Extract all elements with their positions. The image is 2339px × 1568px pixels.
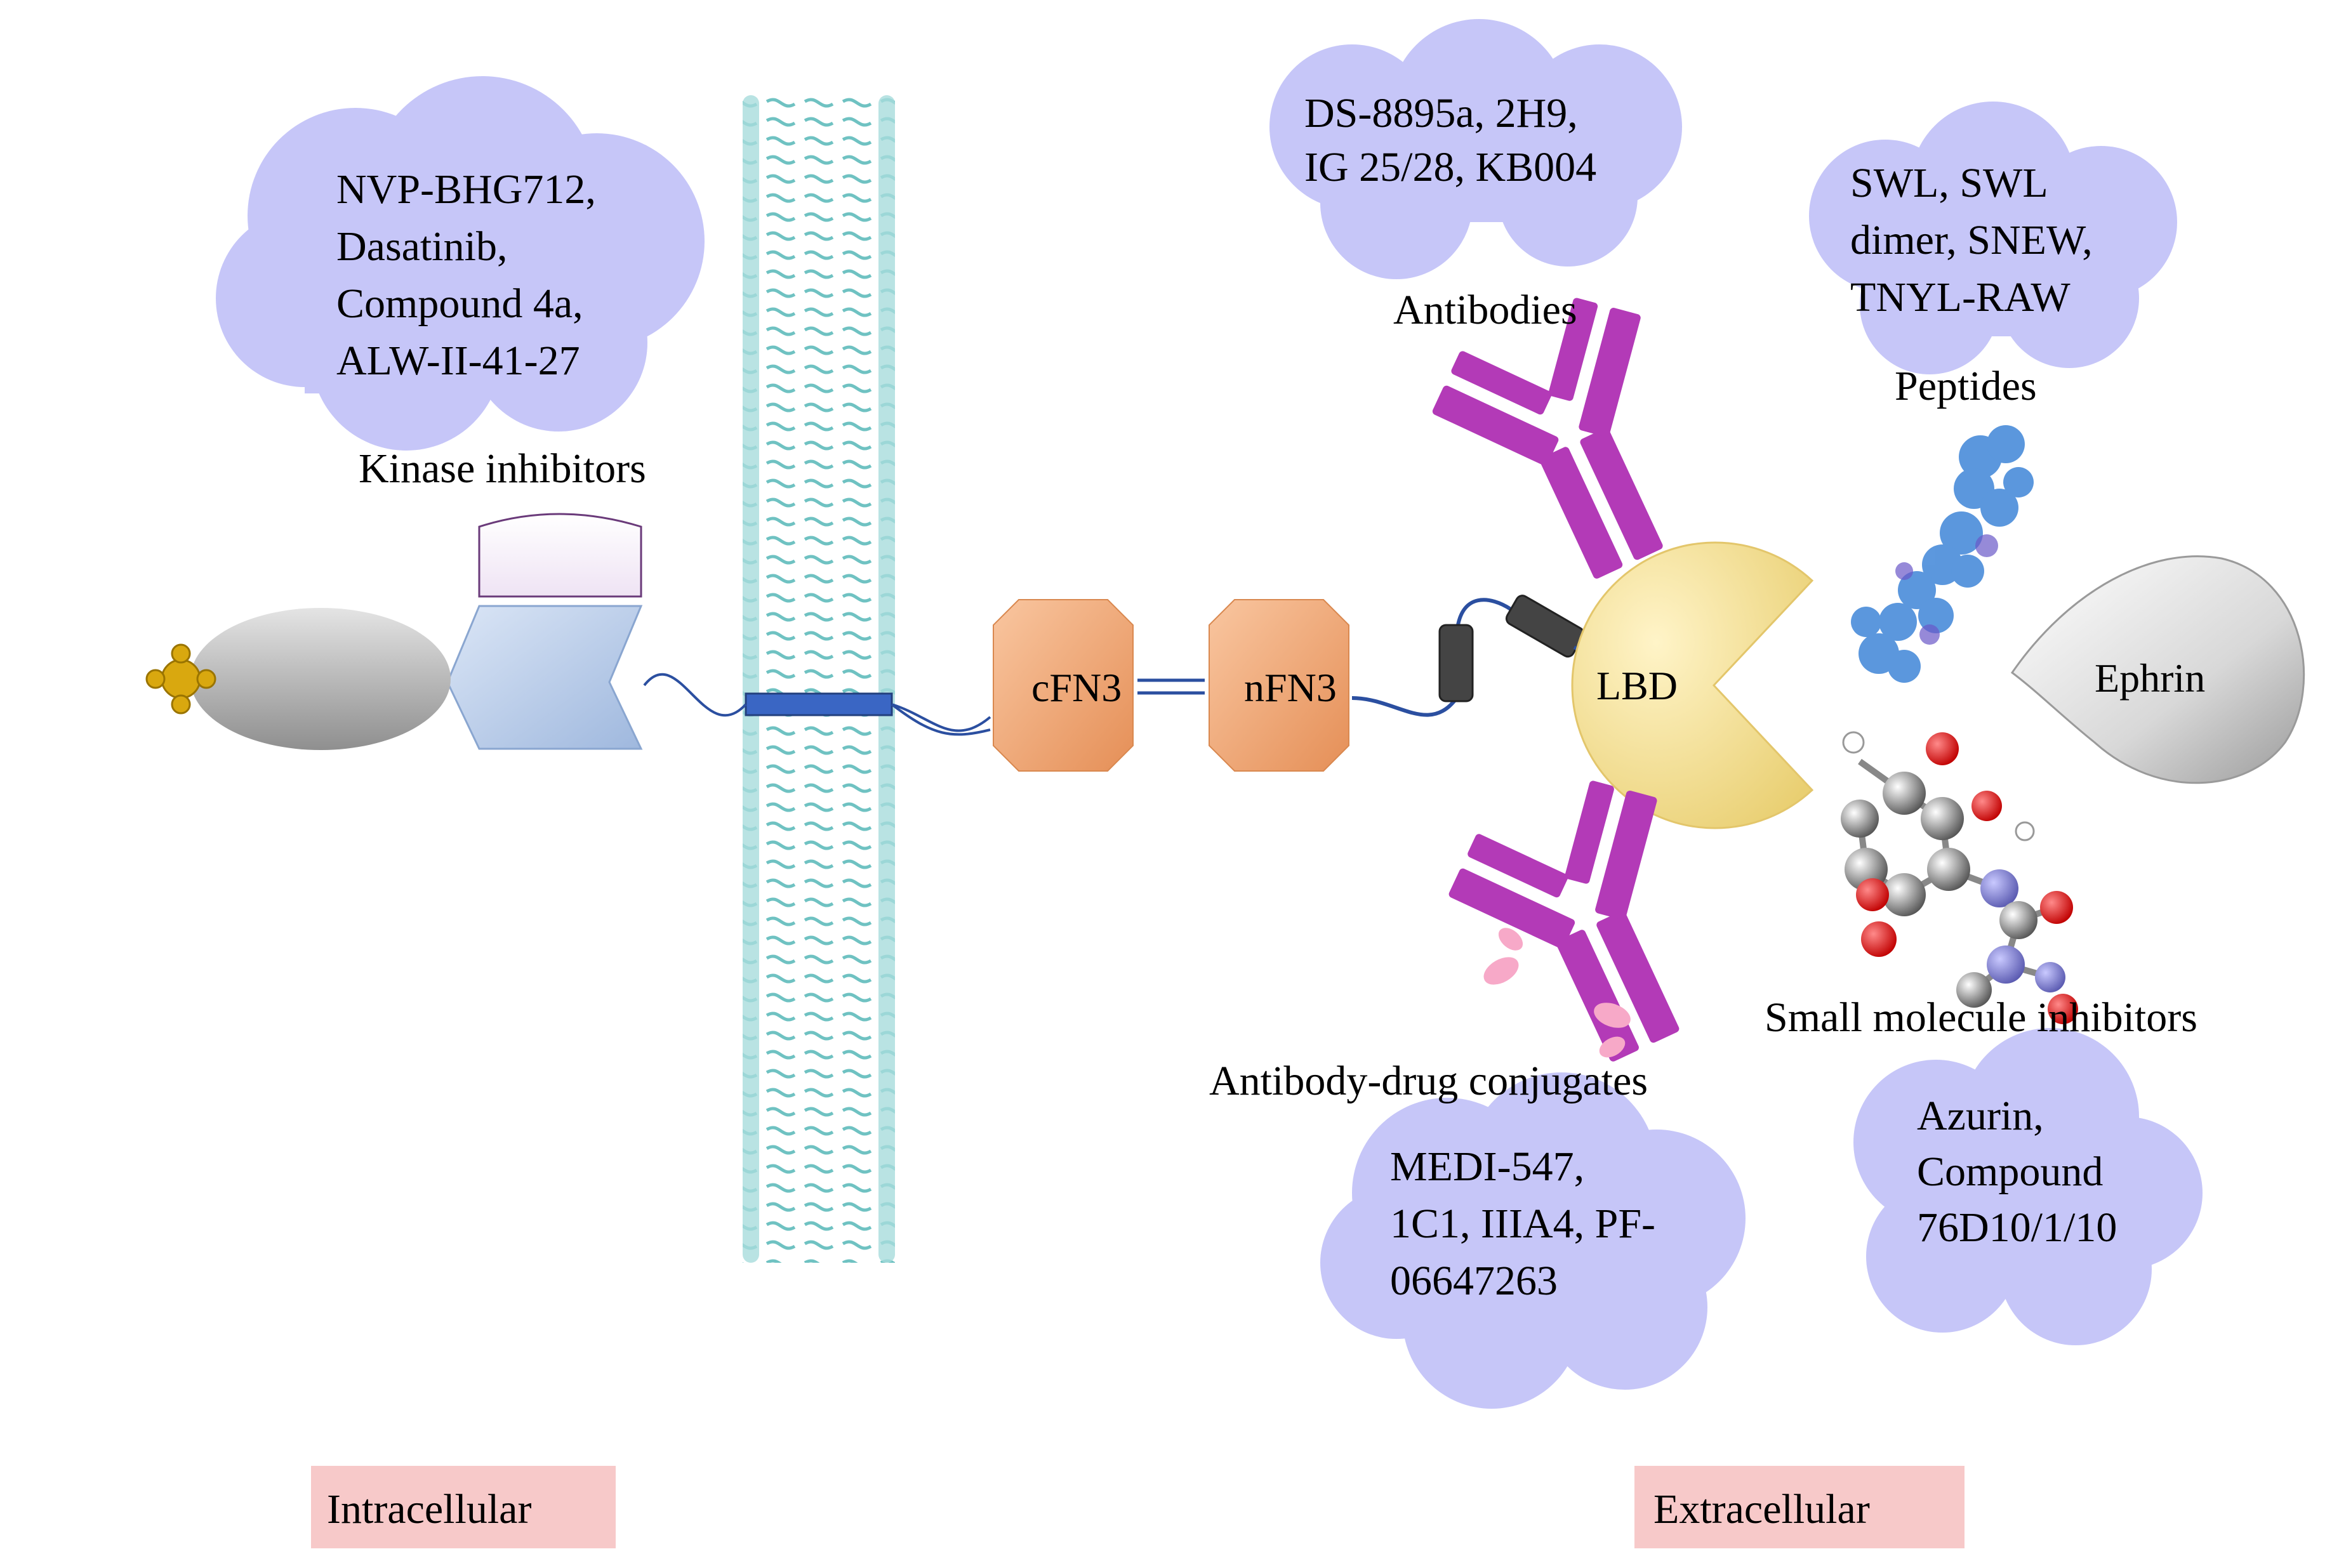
peptides-cloud-line: SWL, SWL (1850, 160, 2048, 206)
intracellular-label: Intracellular (327, 1486, 531, 1532)
cell-membrane (743, 95, 895, 1263)
sam-domain-ellipse (190, 608, 451, 750)
kinase-inhibitors-label: Kinase inhibitors (359, 445, 646, 492)
peptides-label: Peptides (1895, 363, 2037, 409)
peptides-cloud-line: TNYL-RAW (1850, 274, 2071, 320)
drug-payload-icon (1483, 928, 1631, 1058)
adc-label: Antibody-drug conjugates (1209, 1058, 1648, 1104)
adc-cloud-line: 1C1, IIIA4, PF- (1390, 1201, 1655, 1247)
small-molecule-cloud: Azurin, Compound 76D10/1/10 (1853, 1028, 2203, 1345)
lbd-domain: LBD (1571, 541, 1814, 829)
antibody-drug-conjugate-icon (1448, 781, 1680, 1062)
small-molecule-cloud-line: 76D10/1/10 (1917, 1204, 2117, 1251)
kinase-cloud-line: NVP-BHG712, (336, 166, 596, 213)
transmembrane-segment (745, 692, 893, 716)
antibodies-label: Antibodies (1393, 287, 1577, 333)
small-molecule-label: Small molecule inhibitors (1765, 994, 2197, 1041)
kinase-inhibitor-shape (478, 513, 642, 598)
extracellular-label: Extracellular (1653, 1486, 1870, 1532)
fn3-domains: cFN3 nFN3 (891, 599, 1349, 772)
cys-rich-linker (1351, 595, 1601, 717)
small-molecule-cloud-line: Compound (1917, 1149, 2103, 1195)
ephrin-ligand: Ephrin (2010, 555, 2305, 784)
peptides-cloud-line: dimer, SNEW, (1850, 217, 2093, 263)
adc-cloud-line: 06647263 (1390, 1258, 1558, 1304)
extracellular-badge: Extracellular (1634, 1466, 1965, 1548)
pacman-lbd-icon (1571, 541, 1814, 829)
linker-cylinder-icon (1438, 624, 1474, 702)
antibodies-cloud-line: IG 25/28, KB004 (1304, 144, 1596, 190)
antibody-top-icon (1432, 298, 1663, 579)
pdz-star-icon (145, 643, 216, 715)
nfn3-box (1209, 599, 1349, 772)
intracellular-badge: Intracellular (311, 1466, 616, 1548)
lbd-label: LBD (1596, 663, 1678, 708)
kinase-chevron-icon (446, 605, 643, 750)
kinase-cloud-line: Dasatinib, (336, 223, 507, 270)
cfn3-label: cFN3 (1031, 665, 1122, 710)
peptide-blob-icon (1851, 425, 2034, 683)
kinase-cloud: NVP-BHG712, Dasatinib, Compound 4a, ALW-… (216, 76, 705, 451)
peptides-cloud: SWL, SWL dimer, SNEW, TNYL-RAW (1809, 102, 2177, 374)
nfn3-label: nFN3 (1244, 665, 1337, 710)
adc-cloud: MEDI-547, 1C1, IIIA4, PF- 06647263 (1320, 1072, 1746, 1409)
cfn3-box (993, 599, 1134, 772)
antibodies-cloud-line: DS-8895a, 2H9, (1304, 90, 1578, 136)
kinase-domain: Kinase inhibitors (145, 445, 991, 750)
kinase-cloud-line: ALW-II-41-27 (336, 338, 580, 384)
molecule-balls-icon (1841, 731, 2078, 1024)
antibodies-cloud: DS-8895a, 2H9, IG 25/28, KB004 (1269, 19, 1682, 279)
ephrin-label: Ephrin (2095, 656, 2205, 701)
small-molecule-cloud-line: Azurin, (1917, 1093, 2044, 1139)
kinase-cloud-line: Compound 4a, (336, 280, 583, 327)
teardrop-ephrin-icon (2010, 555, 2305, 784)
adc-cloud-line: MEDI-547, (1390, 1143, 1584, 1190)
